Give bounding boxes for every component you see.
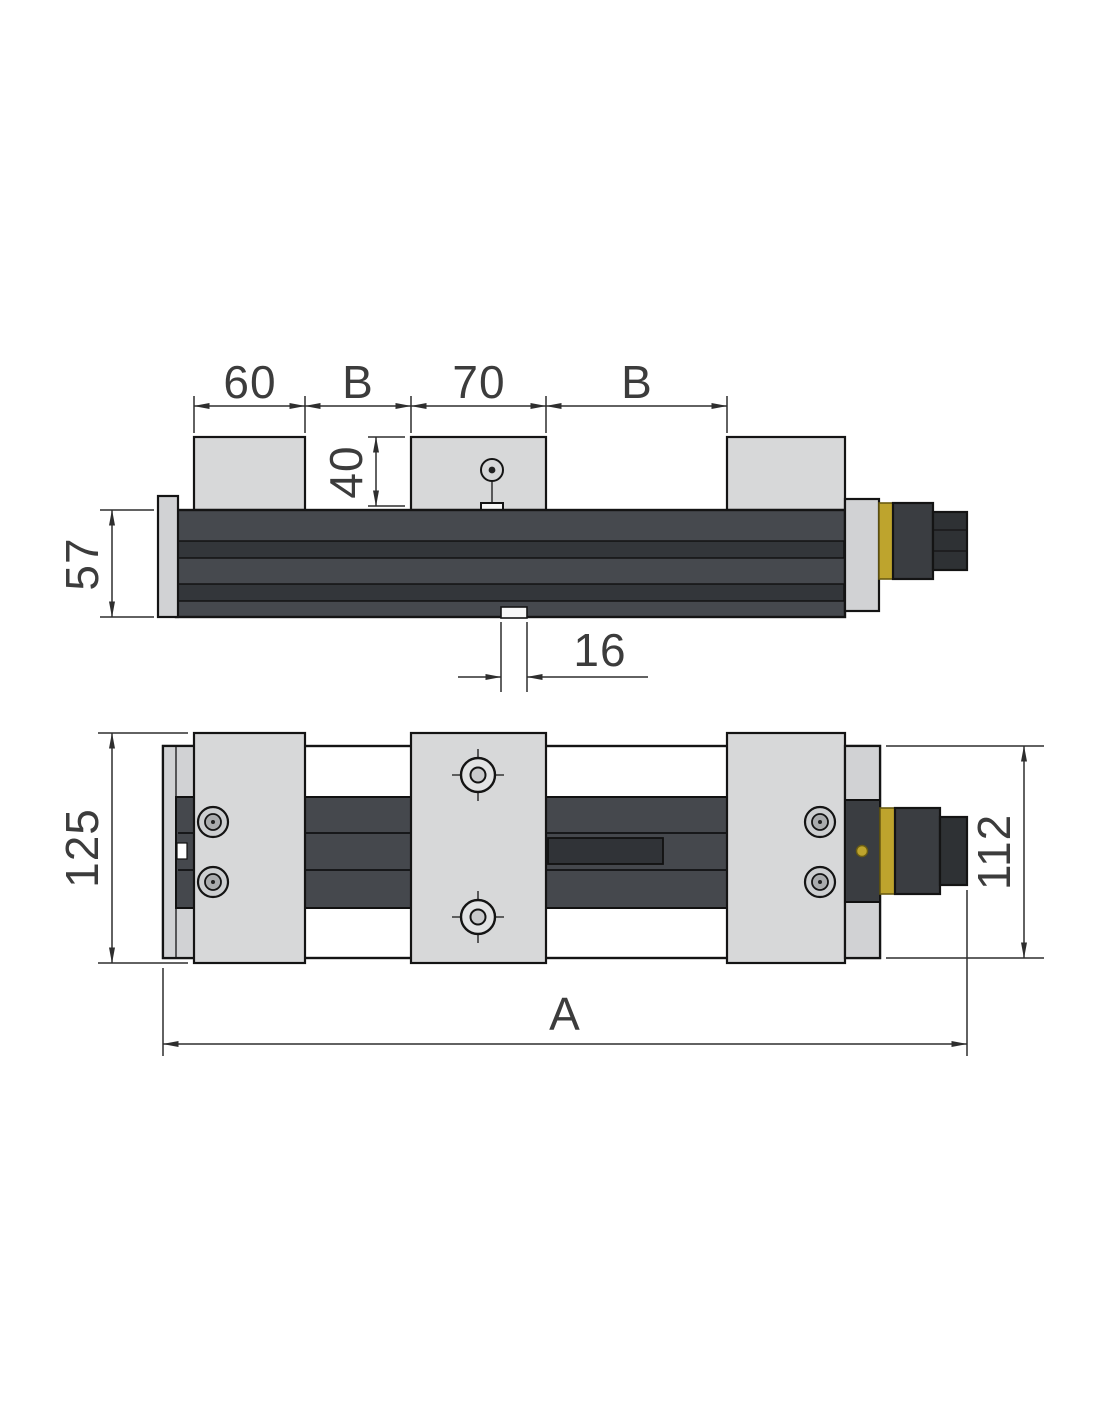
right-jaw-block [725,435,847,512]
dim-label-gap-left: B [342,356,374,408]
dim-jaw-height: 40 [320,436,405,507]
spindle-assembly-plan [843,744,969,960]
right-bolt-top [803,805,837,839]
side-view: 60 B 70 B 40 [56,356,969,692]
left-bolt-top [196,805,230,839]
body-groove-lower [176,583,845,602]
dim-body-height: 57 [56,509,154,618]
lead-screw-shaft [547,837,664,865]
dim-label-overall-width: 125 [56,808,108,888]
dim-label-jaw-height: 40 [320,445,372,498]
spindle-end-hex [931,510,969,572]
bolt-dot [818,820,822,824]
clamp-screw-top [452,749,504,801]
brass-ring [878,502,894,580]
left-bolt-bottom [196,865,230,899]
dim-label-body-height: 57 [56,537,108,590]
bolt-dot [211,820,215,824]
dim-chain-top: 60 B 70 B [193,356,728,433]
gib-block [843,497,881,613]
dim-label-center-jaw-width: 70 [452,356,505,408]
dim-label-slot-width: 16 [573,624,626,676]
right-bolt-bottom [803,865,837,899]
screw-center-dot [488,466,496,474]
left-end-plate-side [156,494,180,619]
dim-overall-length: A [162,890,968,1056]
dim-label-left-jaw-width: 60 [223,356,276,408]
dim-overall-width: 125 [56,732,188,964]
screw-inner [469,766,487,784]
brass-ring-plan [879,807,896,895]
bolt-dot [211,880,215,884]
clamp-screw-bottom [452,891,504,943]
right-jaw-block-plan [725,731,847,965]
dim-label-body-width: 112 [968,814,1020,890]
spindle-body-plan [893,806,942,896]
screw-inner [469,908,487,926]
vise-body-side [156,494,847,619]
spindle-body [891,501,935,581]
left-plate-notch [176,842,188,860]
left-jaw-block [192,435,307,512]
body-groove-upper [176,540,845,559]
dim-label-gap-right: B [621,356,653,408]
left-jaw-block-plan [192,731,307,965]
bottom-key-tab [500,606,528,619]
bolt-dot [818,880,822,884]
spindle-end-plan [938,815,969,887]
brass-pin-dot [855,844,869,858]
dim-label-overall-length: A [549,988,581,1040]
dim-body-width: 112 [886,745,1044,959]
center-jaw-block [409,435,548,512]
spindle-assembly-side [843,497,969,613]
dim-slot-width: 16 [458,622,648,692]
plan-view: 125 112 A [56,731,1044,1056]
